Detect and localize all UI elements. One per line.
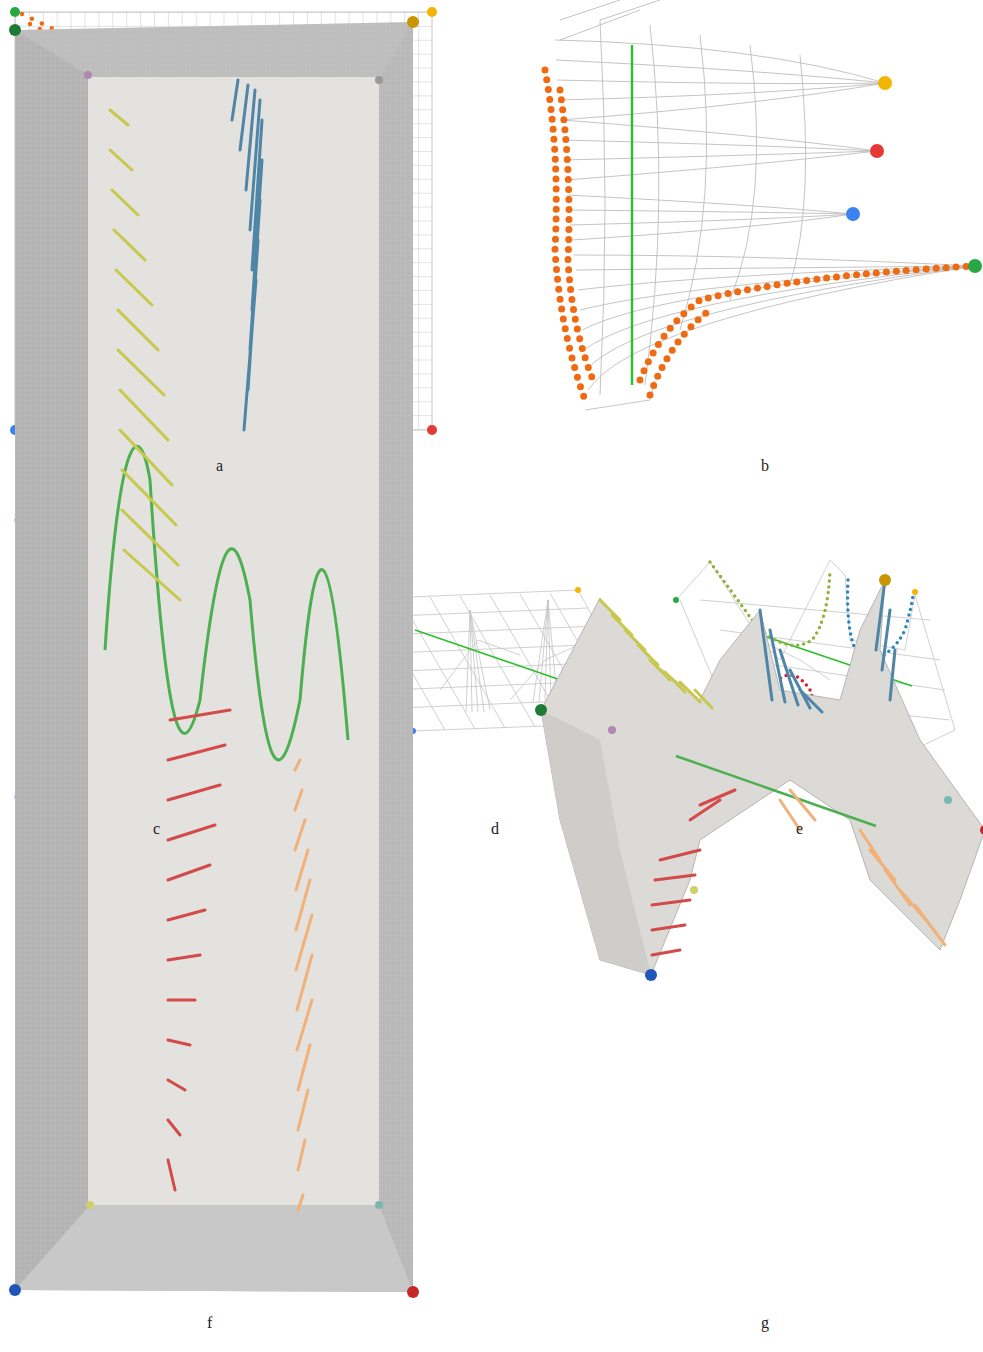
panel-label: d <box>491 821 499 837</box>
panel-label: g <box>761 1315 769 1331</box>
panel-b <box>545 0 982 410</box>
panel-label: b <box>761 458 769 474</box>
panel-label: a <box>216 458 223 474</box>
panel-label: f <box>207 1315 212 1331</box>
panel-label: c <box>153 821 160 837</box>
panel-label: e <box>796 821 803 837</box>
panel-f <box>9 16 419 1298</box>
panel-g <box>535 574 983 981</box>
